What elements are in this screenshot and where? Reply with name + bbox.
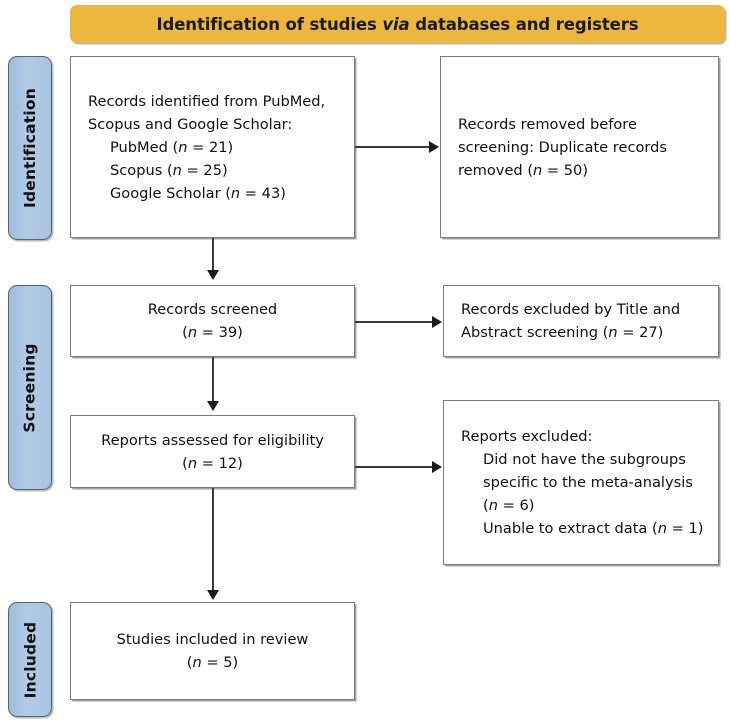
records-removed-count: = 50) [542,161,589,179]
box-reports-excluded: Reports excluded: Did not have the subgr… [443,400,719,565]
google-scholar-n-symbol: n [230,184,241,202]
studies-included-line1: Studies included in review [116,631,309,648]
connector-identified-to-screened [212,238,214,272]
stage-tab-screening-label: Screening [21,342,39,433]
box-records-identified: Records identified from PubMed, Scopus a… [70,56,355,238]
stage-tab-identification-label: Identification [21,87,40,209]
scopus-count: = 25) [181,161,228,179]
scopus-label: Scopus ( [110,161,173,179]
reports-excluded-extract-prefix: Unable to extract data ( [483,520,658,537]
reports-assessed-n-symbol: n [187,454,198,472]
records-identified-line1: Records identified from PubMed, [88,92,326,110]
diagram-title: Identification of studies via databases … [156,15,638,34]
diagram-header-band: Identification of studies via databases … [70,5,725,43]
reports-excluded-line3: specific to the meta-analysis [483,474,693,491]
box-records-excluded: Records excluded by Title and Abstract s… [443,285,719,357]
arrowhead-assessed-to-excluded [432,461,442,473]
box-studies-included: Studies included in review (n = 5) [70,602,355,700]
reports-excluded-subgroups-count: = 6) [497,497,535,514]
records-excluded-n-symbol: n [608,324,618,341]
records-removed-prefix: removed ( [458,161,534,179]
records-identified-line2: Scopus and Google Scholar: [88,115,293,133]
records-excluded-line2: Abstract screening (n = 27) [461,321,663,344]
arrowhead-assessed-to-included [207,590,219,600]
studies-included-n-symbol: n [192,654,202,671]
records-identified-scopus: Scopus (n = 25) [88,159,228,182]
reports-excluded-extract-count: = 1) [666,520,704,537]
studies-included-prefix: ( [186,654,193,671]
records-removed-n-symbol: n [533,161,543,179]
stage-tab-included-label: Included [21,621,40,698]
records-identified-google-scholar: Google Scholar (n = 43) [88,182,286,205]
diagram-title-italic: via [382,14,410,34]
records-excluded-count: = 27) [617,324,664,341]
reports-excluded-line4: (n = 6) [461,494,534,517]
studies-included-count: = 5) [201,654,239,671]
reports-excluded-line1: Reports excluded: [461,428,593,445]
connector-identified-to-removed [355,146,431,148]
records-removed-line2: screening: Duplicate records [458,138,668,156]
records-screened-line2: (n = 39) [182,321,243,344]
box-reports-assessed: Reports assessed for eligibility (n = 12… [70,415,355,488]
records-removed-line1: Records removed before [458,115,637,133]
reports-excluded-line2: Did not have the subgroups [483,451,686,468]
reports-assessed-count: = 12) [197,454,243,472]
stage-tab-identification: Identification [8,56,52,240]
box-records-removed: Records removed before screening: Duplic… [440,56,719,238]
connector-assessed-to-included [212,488,214,592]
pubmed-label: PubMed ( [110,138,179,156]
reports-assessed-prefix: ( [182,454,188,472]
connector-assessed-to-excluded [355,466,434,468]
reports-excluded-subgroups-n-symbol: n [488,497,498,514]
reports-assessed-line2: (n = 12) [182,452,243,475]
pubmed-count: = 21) [187,138,234,156]
records-excluded-prefix: Abstract screening ( [461,324,609,341]
google-scholar-label: Google Scholar ( [110,184,231,202]
records-screened-count: = 39) [197,324,243,341]
diagram-title-pre: Identification of studies [156,14,383,34]
records-removed-line3: removed (n = 50) [458,159,588,182]
stage-tab-included: Included [8,602,52,717]
diagram-title-post: databases and registers [409,14,639,34]
pubmed-n-symbol: n [178,138,188,156]
reports-excluded-extract-n-symbol: n [657,520,667,537]
scopus-n-symbol: n [172,161,182,179]
arrowhead-screened-to-excluded [432,316,442,328]
records-identified-pubmed: PubMed (n = 21) [88,136,233,159]
records-excluded-line1: Records excluded by Title and [461,301,681,318]
arrowhead-screened-to-assessed [207,401,219,411]
stage-tab-screening: Screening [8,285,52,490]
records-screened-line1: Records screened [147,301,278,318]
reports-assessed-line1: Reports assessed for eligibility [101,431,324,449]
connector-screened-to-assessed [212,357,214,403]
records-screened-n-symbol: n [187,324,198,341]
reports-excluded-line5: Unable to extract data (n = 1) [461,517,703,540]
google-scholar-count: = 43) [240,184,286,202]
records-screened-prefix: ( [182,324,188,341]
arrowhead-identified-to-screened [207,270,219,280]
reports-excluded-subgroups-prefix: ( [483,497,489,514]
arrowhead-identified-to-removed [429,141,439,153]
studies-included-line2: (n = 5) [187,651,238,674]
box-records-screened: Records screened (n = 39) [70,285,355,357]
connector-screened-to-excluded [355,321,434,323]
